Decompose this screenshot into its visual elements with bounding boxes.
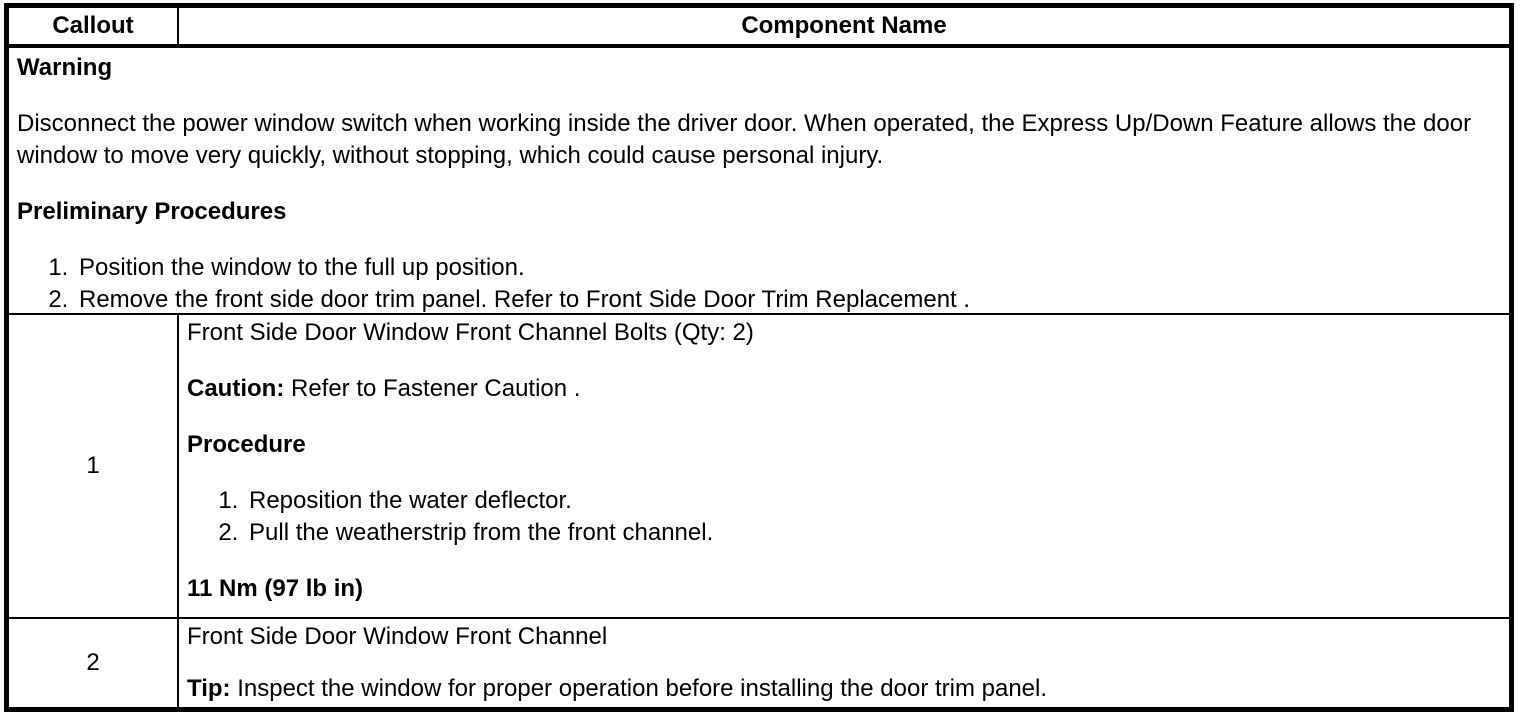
component-cell: Front Side Door Window Front Channel Tip…: [179, 619, 1509, 707]
warning-cell: Warning Disconnect the power window swit…: [9, 48, 1509, 313]
procedure-steps-list: Reposition the water deflector. Pull the…: [187, 485, 1501, 549]
tip-label: Tip:: [187, 675, 231, 702]
warning-body-text: Disconnect the power window switch when …: [17, 109, 1472, 169]
caution-note: Caution: Refer to Fastener Caution .: [187, 373, 1501, 405]
tip-text: Inspect the window for proper operation …: [230, 675, 1048, 702]
procedure-heading: Procedure: [187, 430, 306, 458]
procedure-step: Pull the weatherstrip from the front cha…: [245, 517, 1501, 549]
table-header-row: Callout Component Name: [9, 8, 1509, 48]
caution-text: Refer to Fastener Caution .: [284, 374, 581, 402]
caution-label: Caution:: [187, 374, 285, 402]
callout-number: 2: [9, 619, 179, 707]
table-row: 1 Front Side Door Window Front Channel B…: [9, 314, 1509, 619]
procedure-step: Reposition the water deflector.: [245, 485, 1501, 517]
component-name: Front Side Door Window Front Channel: [187, 623, 608, 650]
component-table: Callout Component Name Warning Disconnec…: [4, 3, 1514, 712]
header-cell-component-name: Component Name: [741, 11, 947, 39]
preliminary-steps-list: Position the window to the full up posit…: [17, 252, 1501, 313]
preliminary-step: Remove the front side door trim panel. R…: [75, 284, 1501, 313]
tip-note: Tip: Inspect the window for proper opera…: [187, 673, 1501, 705]
warning-row: Warning Disconnect the power window swit…: [9, 48, 1509, 315]
torque-spec: 11 Nm (97 lb in): [187, 574, 364, 602]
preliminary-procedures-heading: Preliminary Procedures: [17, 197, 287, 225]
preliminary-step: Position the window to the full up posit…: [75, 252, 1501, 284]
callout-number: 1: [9, 314, 179, 617]
component-cell: Front Side Door Window Front Channel Bol…: [179, 315, 1509, 617]
header-cell-callout: Callout: [9, 8, 179, 44]
table-row: 2 Front Side Door Window Front Channel T…: [9, 619, 1509, 707]
component-name: Front Side Door Window Front Channel Bol…: [187, 318, 754, 346]
warning-title: Warning: [17, 53, 113, 81]
